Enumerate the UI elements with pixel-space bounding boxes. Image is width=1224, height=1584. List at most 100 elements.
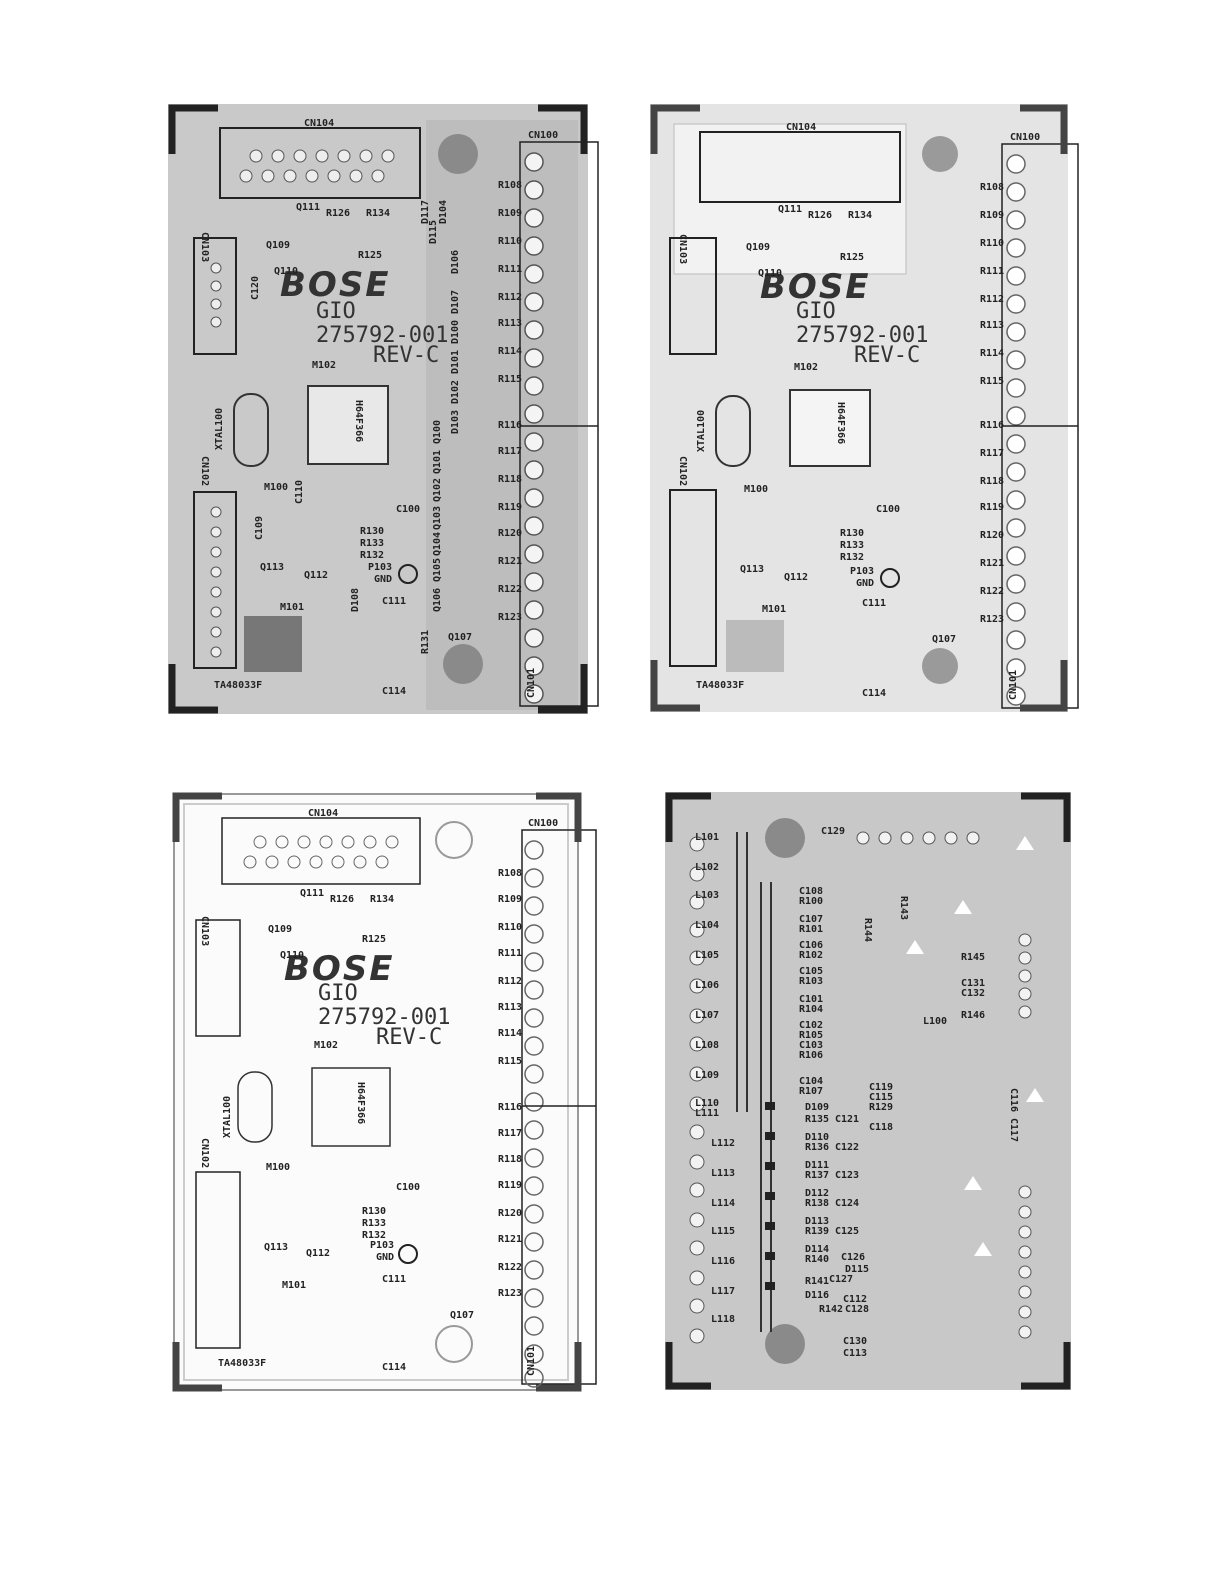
c129-label: C129 [821,826,845,837]
r113-label: R113 [498,318,522,329]
d101-label: D101 [450,350,461,374]
r122-label-3: R122 [498,1262,522,1273]
m101-label-2: M101 [762,604,786,615]
cn103-label: CN103 [199,232,210,262]
c131-label: C131 [961,978,985,989]
c103-label: C103 [799,1040,823,1051]
cn103-outline [193,237,237,355]
r136-label: R136 [805,1142,829,1153]
l111-label: L111 [695,1108,719,1119]
q106-label: Q106 [432,588,443,612]
q101-label: Q101 [432,450,443,474]
corner-br [538,664,588,714]
l102-label: L102 [695,862,719,873]
part-number: 275792-001 [316,323,448,348]
l107-label: L107 [695,1010,719,1021]
r120-label-2: R120 [980,530,1004,541]
r115-label-2: R115 [980,376,1004,387]
l116-label: L116 [711,1256,735,1267]
r101-label: R101 [799,924,823,935]
c106-label: C106 [799,940,823,951]
revision-2: REV-C [854,343,920,368]
q103-label: Q103 [432,506,443,530]
q113-label-2: Q113 [740,564,764,575]
c112-label: C112 [843,1294,867,1305]
m102-label-3: M102 [314,1040,338,1051]
q110-label: Q110 [274,266,298,277]
d115-label-b: D115 [845,1264,869,1275]
d104-label: D104 [438,200,449,224]
r105-label: R105 [799,1030,823,1041]
r123-label-3: R123 [498,1288,522,1299]
r133-label-2: R133 [840,540,864,551]
l115-label: L115 [711,1226,735,1237]
q105-label: Q105 [432,558,443,582]
c108-label: C108 [799,886,823,897]
p103-label-3: P103 [370,1240,394,1251]
c121-label: C121 [835,1114,859,1125]
d113-label: D113 [805,1216,829,1227]
q107-label-2: Q107 [932,634,956,645]
cn104-label-2: CN104 [786,122,816,133]
q112-label-2: Q112 [784,572,808,583]
revision: REV-C [373,343,439,368]
r121-label: R121 [498,556,522,567]
c118-label: C118 [869,1122,893,1133]
m100-label-2: M100 [744,484,768,495]
cn102-outline [193,491,237,669]
r131-label: R131 [420,630,431,654]
r102-label: R102 [799,950,823,961]
r132-label: R132 [360,550,384,561]
c114-label: C114 [382,686,406,697]
l108-label: L108 [695,1040,719,1051]
r108-label: R108 [498,180,522,191]
q109-label-2: Q109 [746,242,770,253]
c113-label: C113 [843,1348,867,1359]
pcb-top-light-view: CN104 CN100 BOSE GIO 275792-001 REV-C TA… [650,104,1082,720]
r107-label: R107 [799,1086,823,1097]
r125-label-2: R125 [840,252,864,263]
r109-label-2: R109 [980,210,1004,221]
q104-label: Q104 [432,532,443,556]
q100-label: Q100 [432,420,443,444]
q112-label-3: Q112 [306,1248,330,1259]
l117-label: L117 [711,1286,735,1297]
cn104-outline [219,127,421,199]
l104-label: L104 [695,920,719,931]
board-name: GIO [316,299,356,324]
board-inner-2 [673,123,907,275]
p103-label: P103 [368,562,392,573]
m100-label: M100 [264,482,288,493]
c124-label: C124 [835,1198,859,1209]
l101-label: L101 [695,832,719,843]
r122-label: R122 [498,584,522,595]
pcb-top-light-svg: CN104 CN100 BOSE GIO 275792-001 REV-C TA… [650,104,1079,712]
cn103-label-2: CN103 [677,234,688,264]
corner-tl [168,104,218,154]
cn102-label: CN102 [199,456,210,486]
c128-label: C128 [845,1304,869,1315]
r133-label-3: R133 [362,1218,386,1229]
r145-label: R145 [961,952,985,963]
d103-label: D103 [450,410,461,434]
pcb-top-svg: CN104 CN100 R108 R109 R110 R111 R112 R11… [168,104,599,714]
test-point-gnd [398,564,418,584]
r115-label-3: R115 [498,1056,522,1067]
r108-label-3: R108 [498,868,522,879]
r119-label: R119 [498,502,522,513]
r125-label: R125 [358,250,382,261]
xtal-label: XTAL100 [214,408,225,450]
cn101-label: CN101 [526,668,537,698]
r134-label-2: R134 [848,210,872,221]
c111-label: C111 [382,596,406,607]
xtal-label-3: XTAL100 [222,1096,233,1138]
c100-label-2: C100 [876,504,900,515]
r134-label: R134 [366,208,390,219]
q111-label: Q111 [296,202,320,213]
ic-marking: H64F366 [353,400,364,442]
d108-label: D108 [350,588,361,612]
revision-3: REV-C [376,1025,442,1050]
r125-label-3: R125 [362,934,386,945]
part-number-2: 275792-001 [796,323,928,348]
c115-label: C115 [869,1092,893,1103]
